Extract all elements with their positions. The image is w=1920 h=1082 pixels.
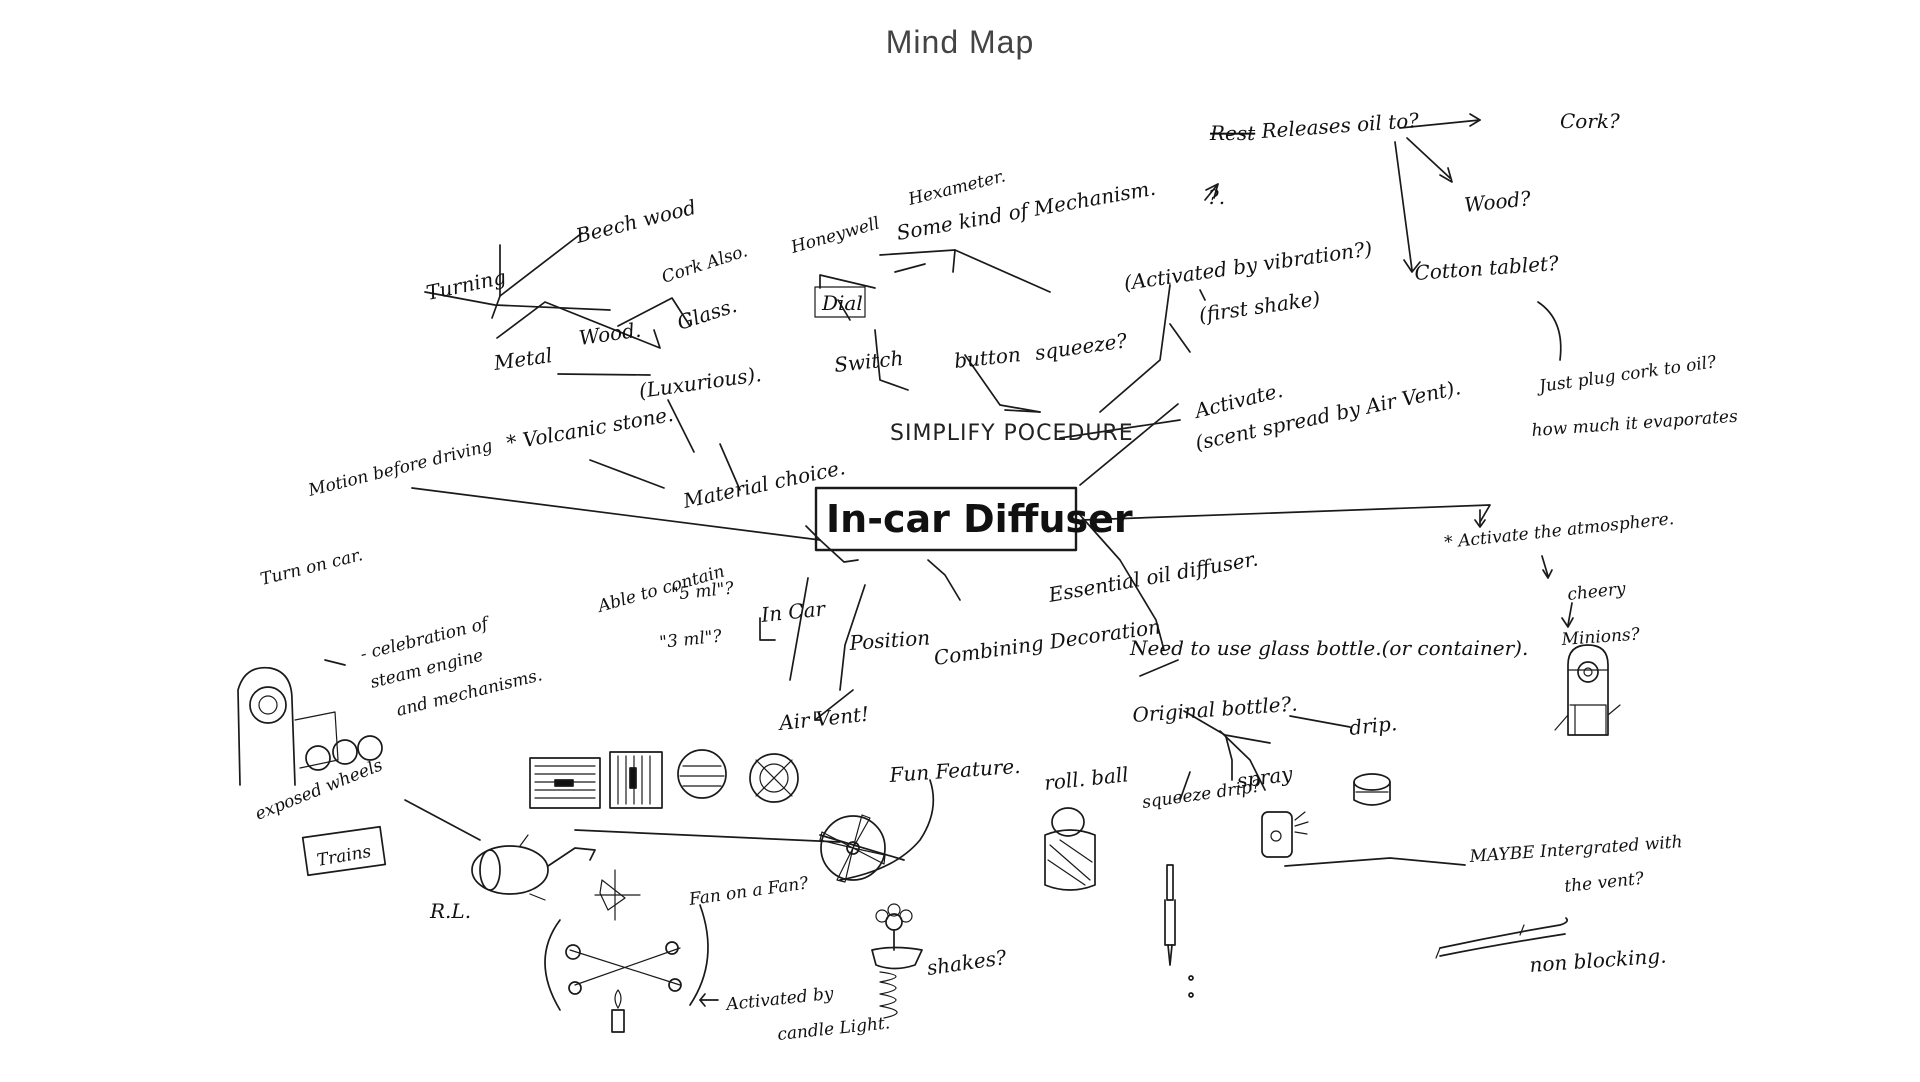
label-rl: R.L. bbox=[429, 899, 471, 923]
branch-material: Turning Beech wood Cork Also. Wood. Glas… bbox=[424, 195, 847, 513]
page-title: Mind Map bbox=[885, 24, 1035, 60]
label-activated-by: Activated by bbox=[723, 984, 834, 1015]
label-essential-oil: Essential oil diffuser. bbox=[1046, 546, 1260, 607]
label-minions: Minions? bbox=[1560, 625, 1641, 651]
central-label: In-car Diffuser bbox=[826, 497, 1133, 541]
label-exposed-wheels: exposed wheels bbox=[252, 755, 385, 824]
label-switch: Switch bbox=[833, 346, 904, 377]
drip-bottle-sketch bbox=[1353, 773, 1391, 806]
spray-bottle-sketch bbox=[1261, 811, 1309, 858]
label-drip: drip. bbox=[1348, 711, 1398, 740]
label-cork-also: Cork Also. bbox=[659, 241, 750, 287]
bottle-options: roll. ball squeeze drip? spray MAYBE Int… bbox=[1043, 761, 1683, 998]
roll-ball-bottle-sketch bbox=[1044, 807, 1096, 891]
label-non-blocking: non blocking. bbox=[1529, 943, 1668, 977]
label-honeywell: Honeywell bbox=[788, 213, 882, 258]
label-button: button bbox=[953, 342, 1022, 373]
steam-engine-sketch bbox=[237, 666, 383, 786]
label-material-choice: Material choice. bbox=[680, 455, 847, 513]
label-need-glass-bottle: Need to use glass bottle.(or container). bbox=[1129, 636, 1528, 660]
label-cheery: cheery bbox=[1566, 579, 1626, 605]
label-candle-light: candle Light. bbox=[776, 1013, 891, 1045]
label-releases-oil: Releases oil to? bbox=[1260, 108, 1420, 143]
candle-fan-sketch bbox=[565, 869, 682, 1033]
label-original-bottle: Original bottle?. bbox=[1132, 692, 1299, 727]
label-wood: Wood. bbox=[577, 317, 642, 349]
label-first-shake: (first shake) bbox=[1197, 286, 1321, 327]
rocket-sketch bbox=[471, 834, 596, 901]
label-cotton-tablet: Cotton tablet? bbox=[1414, 251, 1560, 285]
vent-horizontal-icon bbox=[529, 757, 601, 809]
label-dial: Dial bbox=[821, 291, 863, 315]
label-shakes: shakes? bbox=[925, 945, 1008, 980]
connector-lines bbox=[324, 113, 1574, 1011]
branch-releases: Rest Releases oil to? Cork? Wood? Cotton… bbox=[1208, 108, 1739, 650]
label-fun-feature: Fun Feature. bbox=[888, 754, 1022, 787]
label-squeeze-q: squeeze? bbox=[1033, 328, 1128, 365]
label-how-much: how much it evaporates bbox=[1531, 407, 1739, 441]
label-scent-spread: (scent spread by Air Vent). bbox=[1193, 375, 1463, 455]
label-metal: Metal bbox=[491, 343, 553, 375]
vent-icons bbox=[529, 749, 799, 809]
dropper-sketch bbox=[1164, 864, 1194, 998]
label-position: Position bbox=[848, 625, 931, 655]
minion-sketch bbox=[1554, 644, 1621, 736]
label-glass: Glass. bbox=[674, 293, 740, 335]
label-three-ml: "3 ml"? bbox=[658, 626, 723, 653]
branch-mechanism: Honeywell Hexameter. Some kind of Mechan… bbox=[788, 166, 1157, 446]
label-activated-vibration: (Activated by vibration?) bbox=[1122, 236, 1373, 295]
fan-sketch bbox=[819, 814, 905, 883]
label-cork-q: Cork? bbox=[1560, 109, 1620, 133]
vent-round-crossed-icon bbox=[749, 753, 799, 803]
label-combining-decoration: Combining Decoration bbox=[932, 614, 1162, 670]
label-just-plug: Just plug cork to oil? bbox=[1535, 352, 1718, 397]
label-in-car: In Car bbox=[759, 596, 828, 627]
label-motion-before-driving: Motion before driving bbox=[305, 436, 494, 501]
label-maybe-integrated: MAYBE Intergrated with bbox=[1468, 832, 1683, 867]
label-simplify-procedure: SIMPLIFY POCEDURE bbox=[890, 421, 1134, 446]
label-the-vent: the vent? bbox=[1563, 869, 1645, 897]
label-wood-q: Wood? bbox=[1463, 186, 1532, 217]
label-luxurious: (Luxurious). bbox=[637, 362, 763, 403]
vent-vertical-icon bbox=[609, 751, 663, 809]
label-fan-on-fan: Fan on a Fan? bbox=[687, 873, 811, 910]
vent-round-icon bbox=[677, 749, 727, 799]
branch-trains: - celebration of steam engine and mechan… bbox=[237, 613, 596, 923]
label-turn-on-car: Turn on car. bbox=[258, 545, 364, 590]
label-beech-wood: Beech wood bbox=[572, 195, 698, 248]
spring-flower-sketch bbox=[871, 903, 923, 1019]
label-air-vent: Air Vent! bbox=[776, 702, 870, 736]
label-activate-atmosphere: * Activate the atmosphere. bbox=[1443, 509, 1675, 553]
label-question-arrow: ?. bbox=[1208, 185, 1225, 209]
label-roll-ball: roll. ball bbox=[1043, 762, 1130, 795]
label-volcanic-stone: * Volcanic stone. bbox=[505, 402, 675, 455]
vent-clip-sketch bbox=[1435, 917, 1568, 959]
label-spray: spray bbox=[1235, 761, 1294, 793]
central-node: In-car Diffuser bbox=[814, 486, 1133, 552]
label-rest-struck: Rest bbox=[1209, 121, 1256, 145]
